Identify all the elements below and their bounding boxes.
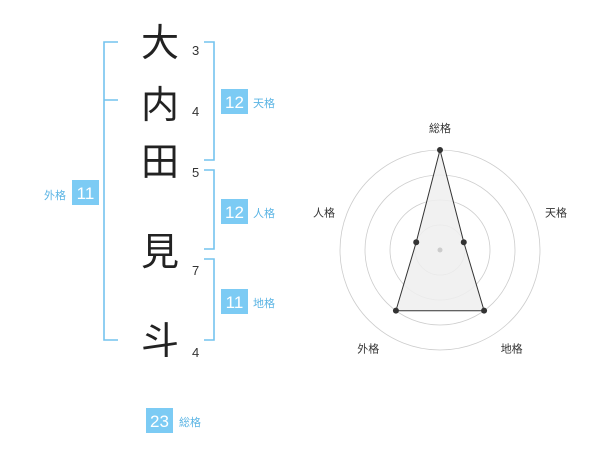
jinkaku-label: 人格 (253, 206, 275, 220)
soukaku-value: 23 (150, 412, 169, 431)
stroke-count-1: 3 (192, 43, 199, 58)
stroke-count-2: 4 (192, 104, 199, 119)
jinkaku-badge: 12 人格 (221, 199, 275, 224)
gaikaku-value: 11 (77, 184, 95, 203)
stroke-counts: 3 4 5 7 4 (192, 43, 199, 360)
name-char-4: 見 (141, 230, 179, 274)
chikaku-label: 地格 (253, 296, 275, 310)
name-char-5: 斗 (141, 319, 179, 363)
tenkaku-badge: 12 天格 (221, 89, 275, 114)
radar-point-4 (392, 307, 399, 314)
name-char-3: 田 (141, 140, 179, 184)
radar-point-3 (481, 307, 488, 314)
tenkaku-bracket (204, 41, 215, 161)
soukaku-box (146, 408, 173, 433)
radar-point-2 (460, 239, 467, 246)
radar-axis-label-2: 天格 (545, 205, 567, 219)
radar-point-5 (413, 239, 420, 246)
gaikaku-label: 外格 (44, 188, 66, 202)
name-characters: 大 内 田 見 斗 (141, 21, 179, 363)
chikaku-bracket (204, 258, 215, 341)
radar-point-1 (437, 147, 443, 153)
gaikaku-badge: 外格 11 (44, 180, 99, 205)
radar-axis-label-4: 外格 (357, 342, 379, 356)
soukaku-badge: 23 総格 (146, 408, 201, 433)
radar-data-polygon (395, 149, 485, 312)
jinkaku-box (221, 199, 248, 224)
chikaku-value: 11 (226, 293, 244, 312)
jinkaku-bracket (204, 169, 215, 250)
gaikaku-bracket (103, 41, 118, 341)
radar-center-dot (437, 247, 443, 253)
soukaku-label: 総格 (179, 415, 201, 429)
brackets (103, 41, 215, 341)
chikaku-badge: 11 地格 (221, 289, 275, 314)
stroke-count-3: 5 (192, 165, 199, 180)
chikaku-box (221, 289, 248, 314)
jinkaku-value: 12 (225, 203, 244, 222)
tenkaku-box (221, 89, 248, 114)
stroke-count-4: 7 (192, 263, 199, 278)
tenkaku-label: 天格 (253, 96, 275, 110)
name-char-1: 大 (141, 21, 179, 65)
radar-axis-label-1: 総格 (429, 121, 451, 135)
tenkaku-value: 12 (225, 93, 244, 112)
stroke-count-5: 4 (192, 345, 199, 360)
radar-axis-label-5: 人格 (313, 205, 335, 219)
radar-axis-label-3: 地格 (501, 342, 523, 356)
gaikaku-box (72, 180, 99, 205)
name-char-2: 内 (141, 83, 179, 127)
